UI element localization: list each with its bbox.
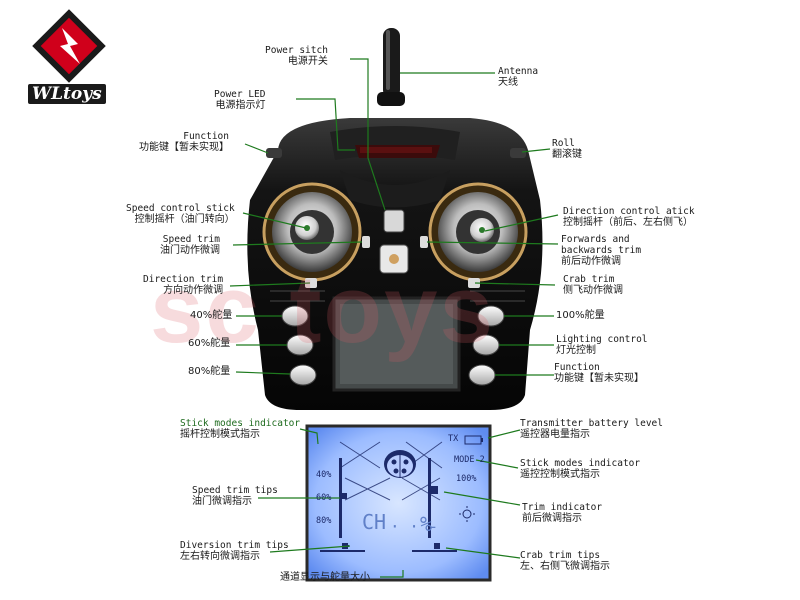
label-rate-60: 60%舵量 bbox=[188, 338, 231, 349]
lcd-p80: 80% bbox=[316, 516, 332, 526]
svg-text:· · -: · · - bbox=[390, 517, 438, 536]
label-channel-rate: 通道显示与舵量大小 bbox=[280, 572, 370, 583]
lcd-closeup: · · - bbox=[305, 424, 492, 582]
lcd-mode: MODE 2 bbox=[454, 455, 485, 465]
fb-trim-button[interactable] bbox=[420, 236, 428, 248]
watermark-text: sc toys bbox=[150, 256, 495, 363]
lcd-tx: TX bbox=[448, 434, 459, 444]
label-rate-100: 100%舵量 bbox=[556, 310, 605, 321]
crab-trim-button[interactable] bbox=[468, 278, 480, 288]
lcd-p60: 60% bbox=[316, 493, 332, 503]
function-bottom-button bbox=[468, 364, 496, 386]
callout-lines bbox=[229, 58, 559, 578]
rate-buttons[interactable] bbox=[281, 305, 505, 386]
ladybug-icon bbox=[384, 450, 416, 478]
rate-80-button bbox=[289, 364, 317, 386]
label-rate-40: 40%舵量 bbox=[190, 310, 233, 321]
label-rate-80: 80%舵量 bbox=[188, 366, 231, 377]
lightning-icon bbox=[60, 28, 80, 64]
logo-text: WLtoys bbox=[28, 84, 106, 104]
lcd-ch: CH bbox=[362, 510, 387, 534]
light-icon bbox=[459, 506, 475, 522]
power-switch[interactable] bbox=[383, 209, 405, 233]
direction-trim-button[interactable] bbox=[305, 278, 317, 288]
lcd-p100: 100% bbox=[456, 474, 477, 484]
brand-logo bbox=[32, 9, 106, 83]
speed-trim-button[interactable] bbox=[362, 236, 370, 248]
right-stick-gimbal[interactable] bbox=[428, 182, 528, 282]
lcd-pct: % bbox=[420, 512, 433, 536]
antenna bbox=[377, 28, 405, 106]
lcd-p40: 40% bbox=[316, 470, 332, 480]
